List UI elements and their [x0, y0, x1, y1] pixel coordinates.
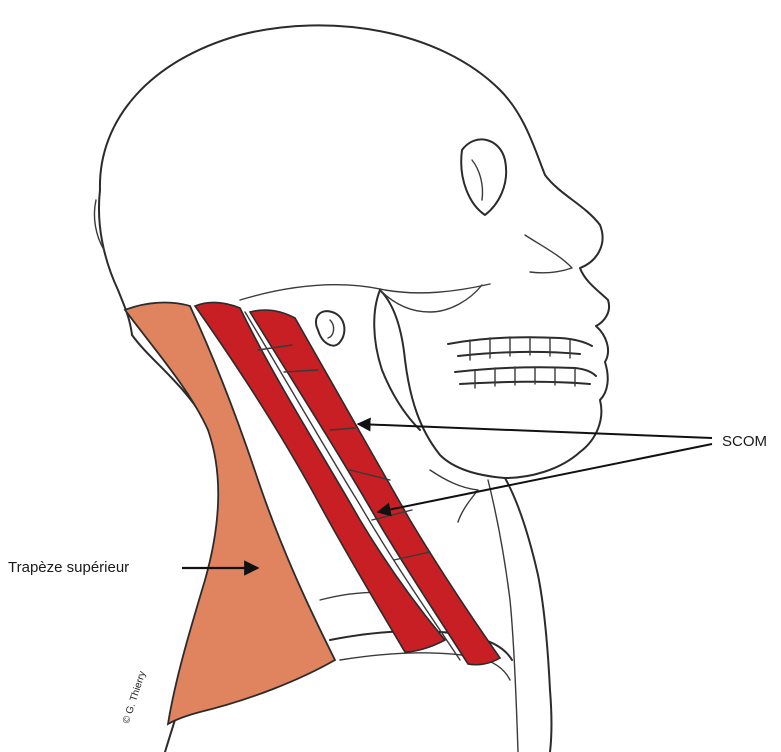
cheekbone-line — [240, 284, 490, 300]
teeth-dividers — [470, 337, 575, 388]
mandible-ramus — [374, 290, 420, 430]
trapeze-label: Trapèze supérieur — [8, 560, 129, 575]
scom-label: SCOM — [722, 434, 767, 449]
eye-socket — [461, 139, 506, 215]
scom-arrow-lower — [378, 444, 712, 512]
ear-outline — [316, 311, 344, 345]
trachea-line — [488, 480, 518, 752]
jaw-outline — [380, 290, 505, 478]
nasal-line — [525, 235, 572, 273]
head-outline — [100, 25, 609, 478]
eye-inner-line — [472, 160, 483, 200]
scom-arrow-upper — [358, 424, 712, 438]
mastoid-detail — [328, 320, 334, 338]
